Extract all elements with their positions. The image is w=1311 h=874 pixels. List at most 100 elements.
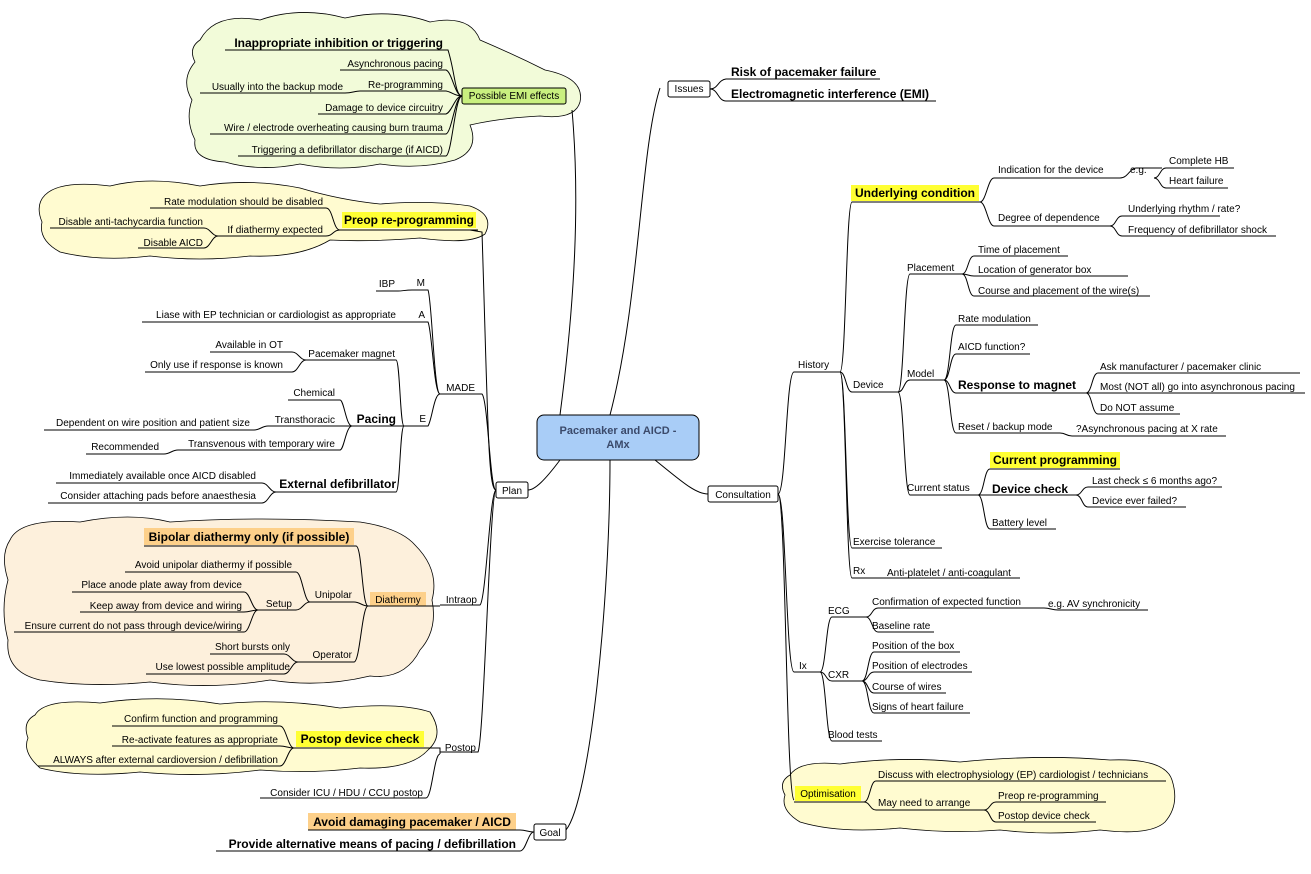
goal-node[interactable]: Goal [539,828,560,839]
degree-node[interactable]: Degree of dependence [998,213,1100,224]
issue-item[interactable]: Electromagnetic interference (EMI) [731,87,929,101]
indication-item[interactable]: Heart failure [1169,176,1224,187]
device-check-node[interactable]: Device check [992,482,1068,496]
emi-item[interactable]: Damage to device circuitry [325,103,443,114]
model-item[interactable]: AICD function? [958,342,1026,353]
device-node[interactable]: Device [853,380,884,391]
goal-item[interactable]: Provide alternative means of pacing / de… [229,837,516,851]
placement-item[interactable]: Time of placement [978,245,1060,256]
cxr-item[interactable]: Position of the box [872,641,954,652]
preop-node[interactable]: Preop re-programming [344,213,474,227]
bipolar-node[interactable]: Bipolar diathermy only (if possible) [149,530,350,544]
intraop-node[interactable]: Intraop [446,595,478,606]
pacing-item[interactable]: Transthoracic [275,415,335,426]
operator-node[interactable]: Operator [313,650,353,661]
postop-item[interactable]: Confirm function and programming [124,714,278,725]
ix-item[interactable]: Blood tests [828,730,877,741]
cxr-item[interactable]: Signs of heart failure [872,702,964,713]
cxr-item[interactable]: Course of wires [872,682,941,693]
ecg-node[interactable]: ECG [828,606,850,617]
emi-item[interactable]: Asynchronous pacing [347,59,443,70]
device-check-item[interactable]: Last check ≤ 6 months ago? [1092,476,1217,487]
preop-item[interactable]: Rate modulation should be disabled [164,197,323,208]
made-node[interactable]: MADE [446,383,475,394]
postop-node[interactable]: Postop [445,743,477,754]
pacing-item[interactable]: Recommended [91,442,159,453]
ecg-item[interactable]: Baseline rate [872,621,931,632]
placement-item[interactable]: Course and placement of the wire(s) [978,286,1139,297]
response-item[interactable]: Ask manufacturer / pacemaker clinic [1100,362,1261,373]
rx-node[interactable]: Rx [853,566,865,577]
ext-defib-item[interactable]: Consider attaching pads before anaesthes… [60,491,256,502]
setup-item[interactable]: Keep away from device and wiring [90,601,242,612]
ecg-item[interactable]: e.g. AV synchronicity [1048,599,1140,610]
postop-item[interactable]: ALWAYS after external cardioversion / de… [53,755,278,766]
underlying-node[interactable]: Underlying condition [855,186,975,200]
model-node[interactable]: Model [907,369,934,380]
reset-item[interactable]: ?Asynchronous pacing at X rate [1076,424,1218,435]
goal-item[interactable]: Avoid damaging pacemaker / AICD [313,815,511,829]
current-prog-node[interactable]: Current programming [993,453,1117,467]
model-item[interactable]: Reset / backup mode [958,422,1053,433]
cxr-node[interactable]: CXR [828,670,849,681]
degree-item[interactable]: Frequency of defibrillator shock [1128,225,1268,236]
placement-node[interactable]: Placement [907,263,954,274]
postop-check-node[interactable]: Postop device check [301,732,420,746]
setup-node[interactable]: Setup [266,599,293,610]
current-status-item[interactable]: Battery level [992,518,1047,529]
setup-item[interactable]: Place anode plate away from device [81,580,242,591]
pacemaker-magnet[interactable]: Pacemaker magnet [308,349,395,360]
emi-node[interactable]: Possible EMI effects [469,91,559,102]
indication-node[interactable]: Indication for the device [998,165,1104,176]
response-item[interactable]: Do NOT assume [1100,403,1175,414]
preop-item[interactable]: Disable anti-tachycardia function [58,217,203,228]
emi-item[interactable]: Usually into the backup mode [212,82,344,93]
model-item[interactable]: Rate modulation [958,314,1031,325]
ext-defib-item[interactable]: Immediately available once AICD disabled [69,471,256,482]
unipolar-node[interactable]: Unipolar [315,590,353,601]
history-node[interactable]: History [798,360,829,371]
placement-item[interactable]: Location of generator box [978,265,1091,276]
cxr-item[interactable]: Position of electrodes [872,661,968,672]
pacing-item[interactable]: Dependent on wire position and patient s… [56,418,250,429]
current-status-node[interactable]: Current status [907,483,970,494]
device-check-item[interactable]: Device ever failed? [1092,496,1177,507]
issues-node[interactable]: Issues [675,84,704,95]
emi-item[interactable]: Wire / electrode overheating causing bur… [224,123,443,134]
issue-item[interactable]: Risk of pacemaker failure [731,65,877,79]
optimisation-item[interactable]: May need to arrange [878,798,971,809]
pacing-item[interactable]: Chemical [293,388,335,399]
ix-node[interactable]: Ix [799,661,807,672]
magnet-item[interactable]: Available in OT [215,340,283,351]
arrange-item[interactable]: Preop re-programming [998,791,1099,802]
arrange-item[interactable]: Postop device check [998,811,1091,822]
operator-item[interactable]: Short bursts only [215,642,290,653]
magnet-item[interactable]: Only use if response is known [150,360,283,371]
emi-item[interactable]: Triggering a defibrillator discharge (if… [252,145,443,156]
ecg-item[interactable]: Confirmation of expected function [872,597,1021,608]
response-node[interactable]: Response to magnet [958,378,1076,392]
center-node[interactable] [536,414,700,461]
response-item[interactable]: Most (NOT all) go into asynchronous paci… [1100,382,1295,393]
operator-item[interactable]: Use lowest possible amplitude [155,662,290,673]
setup-item[interactable]: Ensure current do not pass through devic… [25,621,242,632]
postop-item[interactable]: Consider ICU / HDU / CCU postop [270,788,423,799]
preop-item[interactable]: If diathermy expected [227,225,323,236]
plan-node[interactable]: Plan [502,486,522,497]
indication-item[interactable]: Complete HB [1169,156,1229,167]
optimisation-node[interactable]: Optimisation [800,789,856,800]
postop-item[interactable]: Re-activate features as appropriate [122,735,279,746]
degree-item[interactable]: Underlying rhythm / rate? [1128,204,1241,215]
made-ibp[interactable]: IBP [379,279,395,290]
made-liaise[interactable]: Liase with EP technician or cardiologist… [156,310,396,321]
optimisation-item[interactable]: Discuss with electrophysiology (EP) card… [878,770,1148,781]
rx-item[interactable]: Anti-platelet / anti-coagulant [887,568,1011,579]
preop-item[interactable]: Disable AICD [144,238,203,249]
consultation-node[interactable]: Consultation [715,490,771,501]
emi-item[interactable]: Re-programming [368,80,443,91]
pacing-node[interactable]: Pacing [357,412,396,426]
unipolar-item[interactable]: Avoid unipolar diathermy if possible [135,560,293,571]
emi-item[interactable]: Inappropriate inhibition or triggering [234,36,443,50]
ext-defib-node[interactable]: External defibrillator [279,477,396,491]
diathermy-node[interactable]: Diathermy [375,595,421,606]
